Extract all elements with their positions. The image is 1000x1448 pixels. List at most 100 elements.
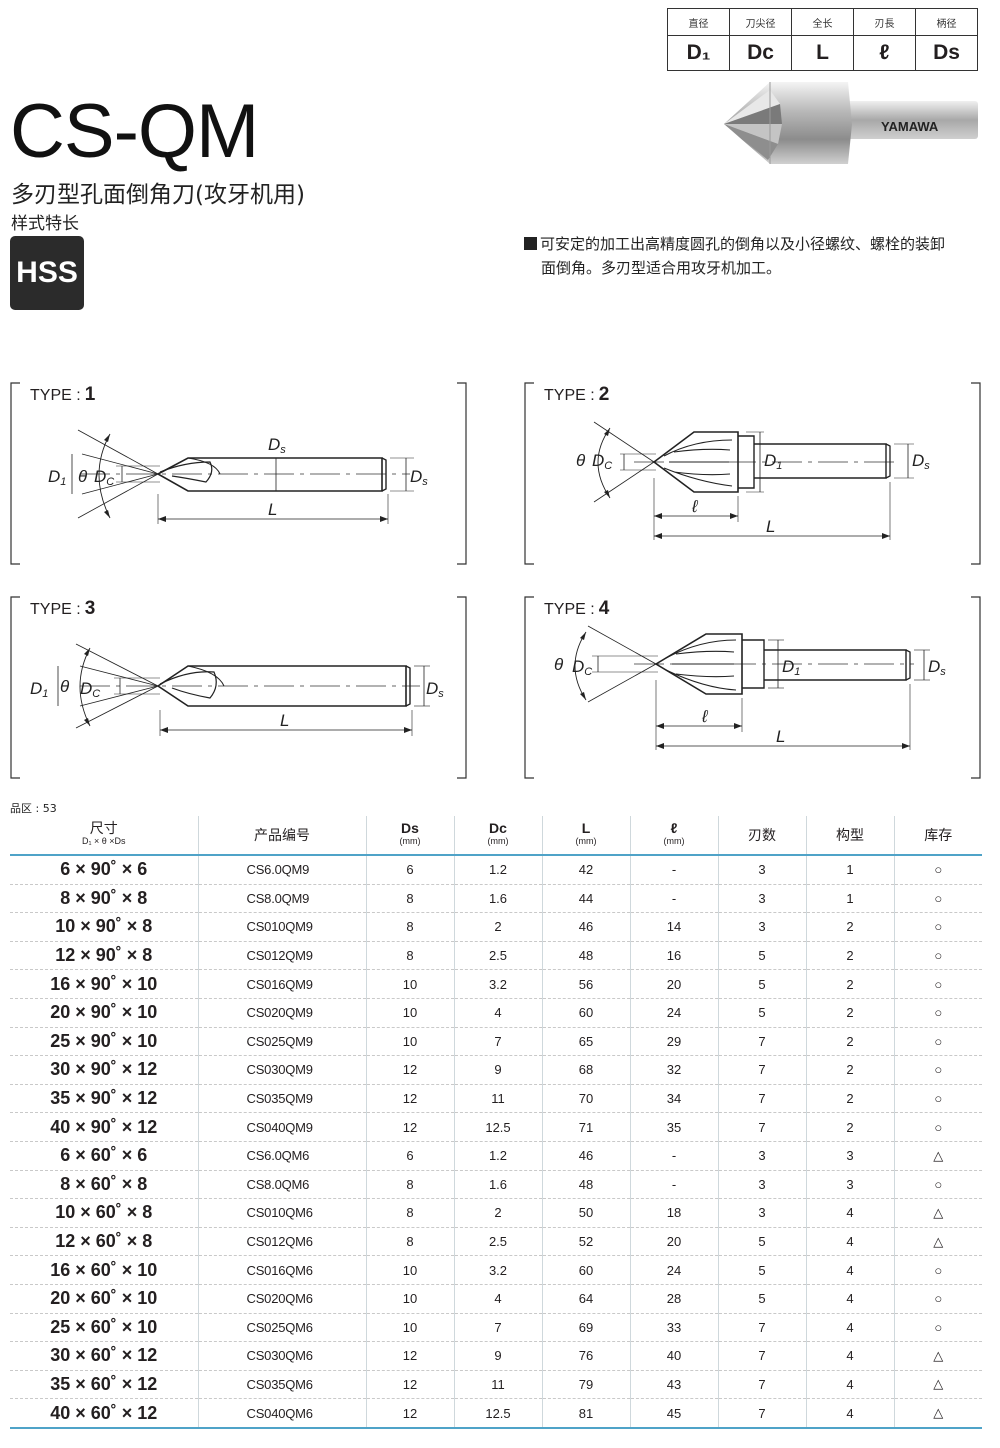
cell-l: 52 bbox=[541, 1227, 630, 1257]
label-l: L bbox=[280, 711, 289, 730]
cell-ds: 10 bbox=[365, 1284, 454, 1314]
cell-dc: 3.2 bbox=[453, 1255, 542, 1285]
cell-l: 56 bbox=[541, 969, 630, 999]
cell-dc: 11 bbox=[453, 1370, 542, 1400]
col-code: 产品编号 bbox=[197, 816, 366, 856]
type-4-diagram: θ DC D1 Ds ℓ L TYPE :4 bbox=[524, 596, 981, 779]
cell-dc: 4 bbox=[453, 1284, 542, 1314]
cell-ds: 6 bbox=[365, 855, 454, 885]
spec-symbol-l: L bbox=[791, 35, 854, 71]
spec-symbol-ds: Ds bbox=[915, 35, 978, 71]
type-1-label: TYPE :1 bbox=[30, 384, 96, 405]
cell-size: 10 × 60˚ × 8 bbox=[10, 1198, 198, 1228]
cell-flutes: 5 bbox=[717, 1227, 806, 1257]
cell-size: 25 × 90˚ × 10 bbox=[10, 1027, 198, 1057]
cell-size: 20 × 90˚ × 10 bbox=[10, 998, 198, 1028]
cell-stock: △ bbox=[893, 1398, 982, 1429]
cell-dc: 9 bbox=[453, 1341, 542, 1371]
cell-code: CS040QM9 bbox=[197, 1112, 366, 1142]
label-d1: D1 bbox=[30, 679, 48, 700]
cell-ell: 33 bbox=[629, 1313, 718, 1343]
cell-type: 2 bbox=[805, 941, 894, 971]
label-dc: DC bbox=[572, 657, 592, 678]
cell-size: 6 × 90˚ × 6 bbox=[10, 855, 198, 885]
label-ds: Ds bbox=[912, 451, 930, 472]
product-photo: YAMAWA bbox=[724, 82, 978, 164]
cell-l: 50 bbox=[541, 1198, 630, 1228]
cell-size: 20 × 60˚ × 10 bbox=[10, 1284, 198, 1314]
label-ds: Ds bbox=[426, 679, 444, 700]
cell-l: 81 bbox=[541, 1398, 630, 1429]
spec-symbol-d1: D₁ bbox=[667, 35, 730, 71]
cell-stock: ○ bbox=[893, 1055, 982, 1085]
spec-header-table: 直径 刀尖径 全长 刃長 柄径 D₁ Dc L ℓ Ds bbox=[667, 8, 978, 71]
cell-flutes: 3 bbox=[717, 855, 806, 885]
col-dc: Dc(mm) bbox=[453, 816, 542, 856]
cell-size: 12 × 90˚ × 8 bbox=[10, 941, 198, 971]
cell-l: 42 bbox=[541, 855, 630, 885]
cell-ell: 18 bbox=[629, 1198, 718, 1228]
cell-ell: - bbox=[629, 1141, 718, 1171]
cell-size: 40 × 90˚ × 12 bbox=[10, 1112, 198, 1142]
product-title: CS-QM bbox=[10, 89, 259, 174]
cell-type: 4 bbox=[805, 1398, 894, 1429]
cell-size: 40 × 60˚ × 12 bbox=[10, 1398, 198, 1429]
cell-dc: 3.2 bbox=[453, 969, 542, 999]
cell-dc: 9 bbox=[453, 1055, 542, 1085]
cell-code: CS035QM9 bbox=[197, 1084, 366, 1114]
cell-dc: 12.5 bbox=[453, 1112, 542, 1142]
features-label: 样式特长 bbox=[11, 214, 79, 234]
cell-size: 35 × 90˚ × 12 bbox=[10, 1084, 198, 1114]
label-l: L bbox=[776, 727, 785, 746]
cell-dc: 2 bbox=[453, 1198, 542, 1228]
tool-brand-text: YAMAWA bbox=[881, 119, 939, 134]
cell-size: 10 × 90˚ × 8 bbox=[10, 912, 198, 942]
label-l: L bbox=[268, 500, 277, 519]
spec-label-tip-diameter: 刀尖径 bbox=[729, 8, 792, 36]
cell-size: 30 × 60˚ × 12 bbox=[10, 1341, 198, 1371]
col-stock: 库存 bbox=[893, 816, 982, 856]
cell-stock: △ bbox=[893, 1141, 982, 1171]
cell-flutes: 5 bbox=[717, 1255, 806, 1285]
cell-ds: 8 bbox=[365, 912, 454, 942]
cell-stock: ○ bbox=[893, 1084, 982, 1114]
cell-flutes: 5 bbox=[717, 969, 806, 999]
cell-flutes: 3 bbox=[717, 912, 806, 942]
cell-code: CS035QM6 bbox=[197, 1370, 366, 1400]
cell-code: CS025QM6 bbox=[197, 1313, 366, 1343]
cell-flutes: 3 bbox=[717, 1170, 806, 1200]
label-theta: θ bbox=[60, 677, 70, 696]
cell-stock: ○ bbox=[893, 941, 982, 971]
cell-ds: 12 bbox=[365, 1398, 454, 1429]
cell-type: 4 bbox=[805, 1284, 894, 1314]
cell-l: 76 bbox=[541, 1341, 630, 1371]
label-dc: DC bbox=[592, 451, 612, 472]
cell-type: 1 bbox=[805, 884, 894, 914]
cell-size: 35 × 60˚ × 12 bbox=[10, 1370, 198, 1400]
col-type: 构型 bbox=[805, 816, 894, 856]
cell-l: 60 bbox=[541, 998, 630, 1028]
cell-size: 6 × 60˚ × 6 bbox=[10, 1141, 198, 1171]
type-1-diagram: D1 θ DC Ds Ds L TYPE :1 bbox=[10, 382, 467, 565]
spec-label-overall-length: 全长 bbox=[791, 8, 854, 36]
cell-ell: 20 bbox=[629, 969, 718, 999]
cell-l: 64 bbox=[541, 1284, 630, 1314]
label-d1: D1 bbox=[48, 467, 66, 488]
cell-size: 8 × 60˚ × 8 bbox=[10, 1170, 198, 1200]
cell-type: 2 bbox=[805, 969, 894, 999]
cell-flutes: 7 bbox=[717, 1398, 806, 1429]
cell-size: 16 × 60˚ × 10 bbox=[10, 1255, 198, 1285]
cell-l: 69 bbox=[541, 1313, 630, 1343]
cell-flutes: 5 bbox=[717, 1284, 806, 1314]
cell-l: 68 bbox=[541, 1055, 630, 1085]
